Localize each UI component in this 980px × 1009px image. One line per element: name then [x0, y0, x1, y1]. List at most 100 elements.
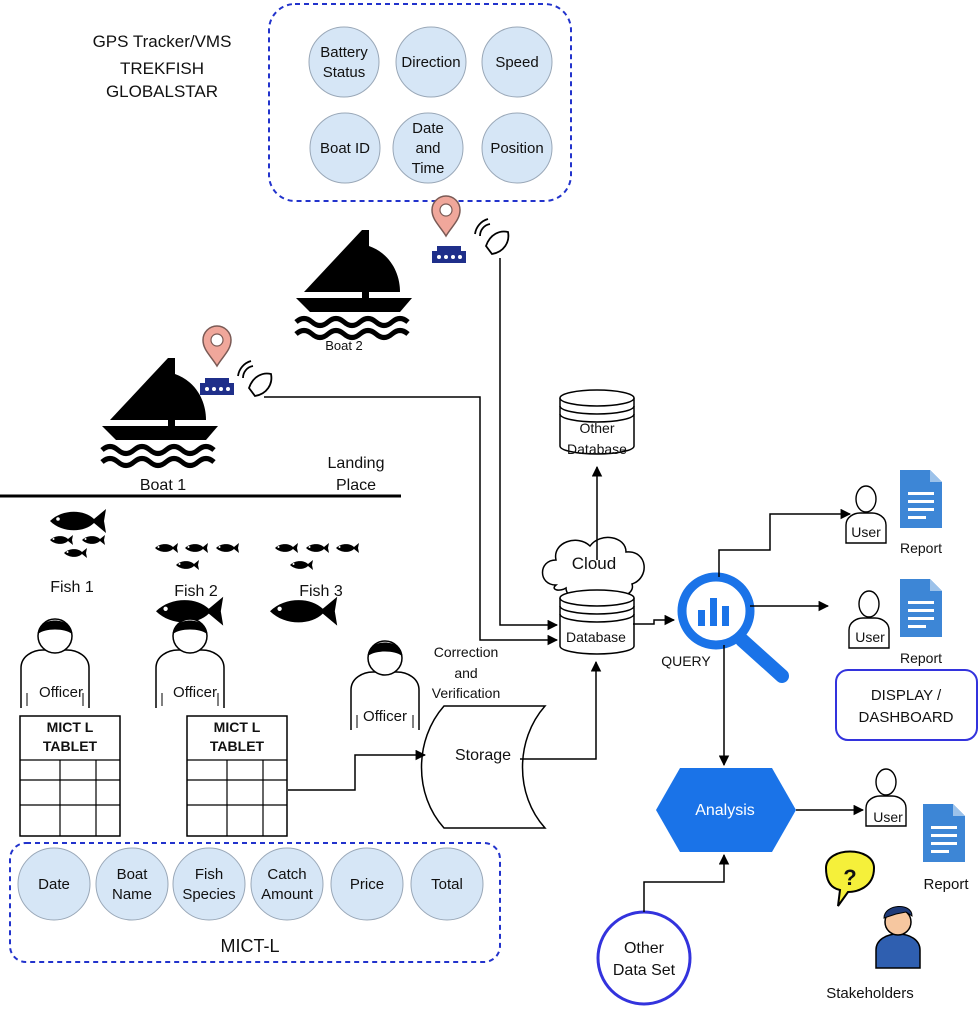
mictl-bubble-1-text: Date — [38, 876, 70, 893]
cloud-icon — [541, 536, 645, 601]
gps-bubble-1 — [308, 26, 380, 98]
boat-1-antenna-icon — [237, 360, 273, 397]
correction-line3: Verification — [432, 685, 500, 701]
other-data-set-line2: Data Set — [613, 962, 676, 979]
storage-shape — [420, 705, 547, 829]
tablet-1-title-line1: MICT L — [47, 719, 94, 735]
mictl-bubble-2-text: Name — [112, 886, 152, 903]
connectors — [264, 258, 865, 912]
gps-bubble-5-text: Date — [412, 120, 444, 137]
boat-2-icon — [296, 230, 412, 338]
other-data-to-analysis-arrow — [643, 853, 730, 912]
officer-2-label: Officer — [173, 684, 217, 701]
fish-3-icon — [270, 596, 338, 626]
mictl-bubble-4-text: Amount — [261, 886, 314, 903]
gps-bubble-5-text: Time — [412, 160, 445, 177]
mictl-bubble-6 — [410, 847, 484, 921]
database-to-query-arrow — [633, 614, 676, 626]
mictl-bubble-2-text: Boat — [117, 866, 149, 883]
mictl-bubble-5-text: Price — [350, 876, 384, 893]
analysis-label: Analysis — [695, 802, 755, 819]
boat-2-tracker-icon — [432, 246, 466, 263]
fish-3-label: Fish 3 — [299, 583, 343, 600]
fish-1-label: Fish 1 — [50, 579, 94, 596]
boat2-to-database-arrow — [499, 258, 559, 631]
landing-place-line1: Landing — [328, 455, 385, 472]
gps-bubble-4 — [309, 112, 381, 184]
mictl-bubble-2 — [95, 847, 169, 921]
tablet-2-grid — [186, 715, 288, 837]
correction-line2: and — [454, 665, 477, 681]
tablet-2-title-line2: TABLET — [210, 738, 265, 754]
gps-bubble-2 — [395, 26, 467, 98]
mictl-bubble-3 — [172, 847, 246, 921]
boat-2-label: Boat 2 — [325, 338, 363, 353]
query-label: QUERY — [661, 653, 711, 669]
boat-1-tracker-icon — [200, 378, 234, 395]
other-database-line2: Database — [567, 441, 627, 457]
dashboard-box — [835, 669, 978, 741]
tablet-1-grid — [19, 715, 121, 837]
stakeholders-person-icon — [875, 906, 921, 969]
stakeholders-label: Stakeholders — [826, 985, 914, 1002]
mictl-bubble-5 — [330, 847, 404, 921]
gps-bubble-4-text: Boat ID — [320, 140, 370, 157]
mictl-bubble-3-text: Species — [182, 886, 235, 903]
report-1-document-icon — [900, 470, 942, 528]
user-1-label: User — [851, 524, 881, 540]
report-3-label: Report — [923, 876, 969, 893]
gps-bubble-3-text: Speed — [495, 54, 538, 71]
gps-bubble-2-text: Direction — [401, 54, 460, 71]
mictl-label: MICT-L — [220, 936, 279, 956]
gps-bubble-6-text: Position — [490, 140, 543, 157]
mictl-bubble-3-text: Fish — [195, 866, 223, 883]
gps-bubble-1-text: Battery — [320, 44, 368, 61]
tablet-2-title-line1: MICT L — [214, 719, 261, 735]
gps-fields-group — [268, 3, 572, 202]
mictl-bubble-6-text: Total — [431, 876, 463, 893]
gps-bubble-1-text: Status — [323, 64, 366, 81]
gps-bubble-5 — [392, 112, 464, 184]
fish-2-label: Fish 2 — [174, 583, 218, 600]
mictl-bubble-4-text: Catch — [267, 866, 306, 883]
report-2-document-icon — [900, 579, 942, 637]
gps-brand-globalstar: GLOBALSTAR — [106, 82, 218, 101]
boat-1-icon — [102, 358, 218, 466]
correction-line1: Correction — [434, 644, 499, 660]
user-3-label: User — [873, 809, 903, 825]
user-2-label: User — [855, 629, 885, 645]
mictl-bubble-1 — [17, 847, 91, 921]
gps-bubble-5-text: and — [415, 140, 440, 157]
svg-text:?: ? — [843, 865, 856, 890]
dashboard-line2: DASHBOARD — [858, 709, 953, 726]
boat-1-label: Boat 1 — [140, 477, 186, 494]
other-database-line1: Other — [579, 420, 614, 436]
officer-3-label: Officer — [363, 708, 407, 725]
dashboard-line1: DISPLAY / — [871, 687, 942, 704]
mictl-fields-group — [9, 842, 501, 963]
report-3-document-icon — [923, 804, 965, 862]
report-1-label: Report — [900, 540, 942, 556]
boat-1-location-pin-icon — [202, 325, 232, 367]
officer-1-label: Officer — [39, 684, 83, 701]
report-2-label: Report — [900, 650, 942, 666]
landing-place-line2: Place — [336, 477, 376, 494]
other-data-set-circle — [596, 910, 692, 1006]
analysis-hexagon — [656, 768, 796, 852]
database-label: Database — [566, 629, 626, 645]
query-magnifier-icon — [677, 572, 789, 683]
storage-to-database-arrow — [520, 660, 602, 760]
boat1-to-database-arrow — [264, 396, 559, 646]
mictl-bubble-4 — [250, 847, 324, 921]
fish-1-icon — [50, 509, 106, 533]
stakeholders-speech-bubble-icon: ? — [824, 850, 876, 907]
gps-bubble-3 — [481, 26, 553, 98]
gps-tracker-title: GPS Tracker/VMS — [93, 32, 232, 51]
tablet-1-title-line2: TABLET — [43, 738, 98, 754]
boat-2-antenna-icon — [474, 218, 510, 255]
query-to-user-1-arrow — [718, 508, 852, 577]
tablet-to-storage-arrow — [288, 749, 427, 791]
